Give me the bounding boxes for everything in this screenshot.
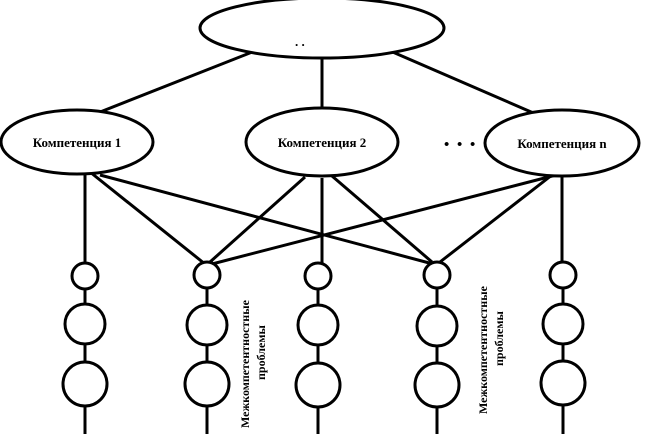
inter-competence-label-line1: Межкомпетентностные	[476, 285, 490, 414]
chain-node-large	[413, 361, 461, 409]
competency-ellipsis: • • •	[444, 137, 477, 153]
competency-node-n: Компетенция n	[483, 108, 641, 178]
chain-node-small	[303, 261, 333, 291]
top-connectors	[89, 45, 546, 120]
chain-node-small	[70, 261, 100, 291]
inter-competence-label-line1: Межкомпетентностные	[238, 299, 252, 428]
chain-node-large	[61, 360, 109, 408]
connector-c1-col4	[99, 173, 434, 266]
chain-node-large	[539, 359, 587, 407]
chain-node-small	[548, 260, 578, 290]
competency-n-shape	[483, 108, 641, 178]
chain-node-small	[422, 260, 452, 290]
chain-node-large	[183, 360, 231, 408]
chain-col-4	[413, 260, 461, 434]
inter-competence-label-line2: проблемы	[254, 324, 268, 380]
inter-competence-label-line2: проблемы	[492, 310, 506, 366]
connector-top-cn	[387, 48, 546, 120]
top-node-shape	[198, 0, 446, 60]
chain-node-large	[294, 361, 342, 409]
competency-node-2: Компетенция 2	[244, 106, 400, 178]
connector-c1-col2	[89, 170, 206, 266]
competency-1-shape	[0, 108, 155, 176]
competency-1-label: Компетенция 1	[33, 135, 122, 150]
chain-node-medium	[63, 302, 107, 346]
chain-node-medium	[296, 303, 340, 347]
connector-c2-col2	[208, 175, 307, 264]
chain-col-3	[294, 261, 342, 434]
chain-col-2	[183, 260, 231, 434]
competency-2-label: Компетенция 2	[278, 135, 367, 150]
chain-col-1	[61, 261, 109, 434]
chain-node-medium	[415, 304, 459, 348]
top-node-label: . .	[295, 34, 305, 49]
connector-cn-col2	[211, 172, 561, 266]
competency-n-label: Компетенция n	[517, 136, 607, 151]
inter-competence-label-1: Межкомпетентностные проблемы	[238, 299, 268, 428]
top-node: . .	[198, 0, 446, 60]
cross-connectors	[83, 170, 564, 266]
chain-node-medium	[541, 302, 585, 346]
connector-cn-col4	[439, 173, 553, 264]
connector-top-c1	[89, 45, 266, 118]
chain-col-5	[539, 260, 587, 434]
chain-node-small	[192, 260, 222, 290]
competency-node-1: Компетенция 1	[0, 108, 155, 176]
competency-2-shape	[244, 106, 400, 178]
chain-node-medium	[185, 303, 229, 347]
inter-competence-label-2: Межкомпетентностные проблемы	[476, 285, 506, 414]
